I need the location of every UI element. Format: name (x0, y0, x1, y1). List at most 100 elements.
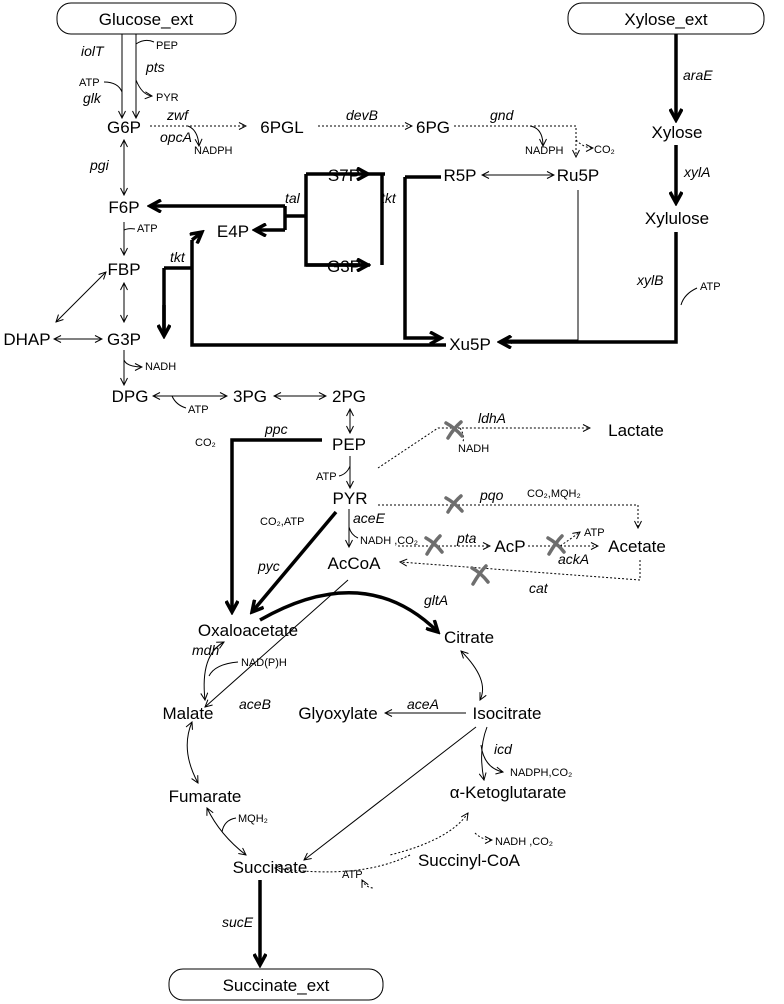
metabolite-xylulose: Xylulose (645, 209, 709, 228)
cofactor-co2-ppc: CO₂ (195, 437, 216, 449)
knockout-cat (470, 564, 490, 586)
cofactor-atp-pfk: ATP (137, 223, 158, 235)
metabolite-pyr: PYR (333, 489, 368, 508)
metabolite-citrate: Citrate (444, 628, 494, 647)
enzyme-glta: gltA (424, 592, 448, 608)
enzyme-acee: aceE (353, 510, 386, 526)
metabolite-g3p: G3P (107, 330, 141, 349)
metabolite-xu5p: Xu5P (449, 335, 491, 354)
metabolite-oxaloacetate: Oxaloacetate (198, 621, 298, 640)
cofactor-atp-pyk: ATP (316, 471, 337, 483)
cofactor-atp-suc: ATP (342, 869, 363, 881)
enzyme-iolt: iolT (81, 43, 105, 59)
metabolite-fumarate: Fumarate (169, 787, 242, 806)
cofactor-atp-pgk: ATP (188, 404, 209, 416)
enzyme-arae: araE (683, 67, 713, 83)
cofactor-nadph-zwf: NADPH (194, 145, 233, 157)
metabolite-e4p: E4P (217, 222, 249, 241)
enzyme-acka: ackA (558, 551, 589, 567)
enzyme-acea: aceA (407, 696, 439, 712)
metabolite-succinylcoa: Succinyl-CoA (418, 851, 521, 870)
enzyme-pts: pts (145, 59, 165, 75)
metabolite-labels: Glucose_ext Xylose_ext G6P 6PGL 6PG Xylo… (3, 10, 709, 995)
cofactor-pyr: PYR (156, 92, 179, 104)
metabolite-g3p-ppp: G3P (327, 257, 361, 276)
enzyme-tkt-2: tkt (381, 190, 397, 206)
metabolite-ru5p: Ru5P (557, 166, 600, 185)
enzyme-pqo: pqo (479, 487, 504, 503)
metabolite-succinate-ext: Succinate_ext (223, 976, 330, 995)
enzyme-glk: glk (83, 90, 102, 106)
enzyme-zwf: zwf (166, 107, 190, 123)
xylose-ext-box (567, 2, 765, 35)
knockout-ldha (444, 420, 464, 440)
cofactor-nadh-co2-kgd: NADH ,CO₂ (495, 836, 553, 848)
enzyme-tkt-1: tkt (170, 249, 186, 265)
metabolite-xylose: Xylose (651, 123, 702, 142)
enzyme-devb: devB (346, 107, 378, 123)
metabolite-isocitrate: Isocitrate (473, 704, 542, 723)
cofactor-co2-mqh2: CO₂,MQH₂ (527, 488, 581, 500)
cofactor-nadh-gap: NADH (145, 361, 176, 373)
enzyme-opca: opcA (160, 129, 192, 145)
metabolite-succinate: Succinate (233, 858, 308, 877)
enzyme-icd: icd (494, 741, 513, 757)
cofactor-co2-atp: CO₂,ATP (260, 516, 304, 528)
enzyme-xylb: xylB (636, 272, 663, 288)
metabolite-dpg: DPG (112, 387, 149, 406)
metabolite-pep: PEP (332, 435, 366, 454)
metabolite-3pg: 3PG (233, 387, 267, 406)
metabolite-s7p: S7P (328, 166, 360, 185)
enzyme-tal: tal (285, 190, 301, 206)
metabolite-fbp: FBP (107, 260, 140, 279)
glucose-ext-box (56, 2, 237, 35)
enzyme-xyla: xylA (683, 164, 710, 180)
cofactor-atp-glk: ATP (79, 77, 100, 89)
succinate-ext-box (168, 968, 384, 1001)
enzyme-labels: iolT pts glk zwf opcA devB gnd araE xylA… (81, 43, 713, 930)
metabolite-akg: α-Ketoglutarate (450, 783, 567, 802)
knockout-acka (546, 534, 566, 556)
enzyme-ldha: ldhA (478, 410, 506, 426)
metabolite-dhap: DHAP (3, 330, 50, 349)
cofactor-nadh-co2-pdh: NADH ,CO₂ (360, 535, 418, 547)
thin-reaction-arrows (54, 34, 698, 860)
cofactor-atp-xylb: ATP (700, 281, 721, 293)
metabolite-acp: AcP (494, 537, 525, 556)
enzyme-aceb: aceB (239, 696, 271, 712)
metabolite-xylose-ext: Xylose_ext (624, 10, 707, 29)
cofactor-pep: PEP (156, 40, 178, 52)
knockout-markers (424, 420, 566, 586)
metabolite-6pgl: 6PGL (260, 118, 303, 137)
cofactor-co2-gnd: CO₂ (594, 144, 615, 156)
metabolite-acetate: Acetate (608, 537, 666, 556)
enzyme-suce: sucE (222, 914, 254, 930)
metabolite-r5p: R5P (443, 166, 476, 185)
metabolite-glyoxylate: Glyoxylate (298, 704, 377, 723)
cofactor-nadph-mdh: NAD(P)H (241, 657, 287, 669)
enzyme-pta: pta (456, 530, 477, 546)
enzyme-pyc: pyc (257, 558, 280, 574)
cofactor-labels: PEP ATP PYR NADPH NADPH CO₂ ATP ATP NADH… (79, 40, 721, 881)
metabolite-g6p: G6P (107, 118, 141, 137)
metabolite-accoa: AcCoA (328, 554, 382, 573)
enzyme-mdh: mdh (192, 642, 219, 658)
enzyme-ppc: ppc (264, 421, 288, 437)
metabolite-f6p: F6P (108, 198, 139, 217)
bold-flux-arrows (150, 34, 676, 965)
cofactor-nadph-gnd: NADPH (525, 145, 564, 157)
enzyme-cat: cat (529, 580, 549, 596)
metabolite-2pg: 2PG (332, 387, 366, 406)
cofactor-mqh2: MQH₂ (238, 813, 268, 825)
metabolite-lactate: Lactate (608, 421, 664, 440)
metabolite-glucose-ext: Glucose_ext (99, 10, 194, 29)
metabolite-malate: Malate (162, 704, 213, 723)
dotted-reaction-arrows (150, 126, 640, 889)
enzyme-pgi: pgi (89, 157, 110, 173)
knockout-pta (424, 534, 444, 556)
metabolite-6pg: 6PG (416, 118, 450, 137)
enzyme-gnd: gnd (490, 107, 515, 123)
knockout-pqo (444, 494, 464, 514)
cofactor-nadph-co2-icd: NADPH,CO₂ (510, 767, 572, 779)
